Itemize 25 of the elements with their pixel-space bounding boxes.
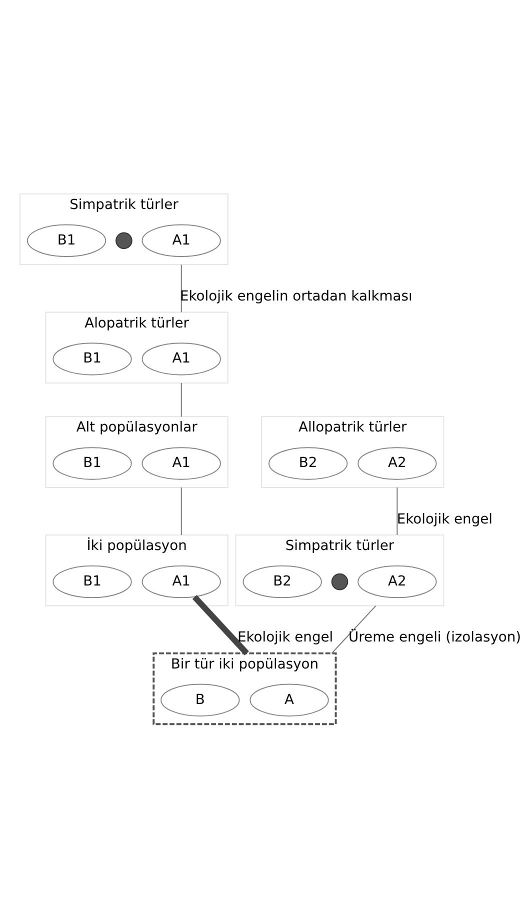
node-ellipse: A <box>250 684 329 716</box>
node-ellipse: A1 <box>142 342 221 376</box>
node-ellipse: B1 <box>52 342 132 376</box>
edge-label: Ekolojik engel <box>396 511 492 528</box>
connector <box>331 605 376 654</box>
node-ellipse: A1 <box>142 565 221 598</box>
connector <box>396 486 398 536</box>
node-ellipse: B2 <box>268 447 348 480</box>
node-ellipse: A1 <box>142 224 221 258</box>
edge-label: Ekolojik engel <box>238 630 334 646</box>
node-ellipse: B <box>160 684 240 716</box>
node-ellipse: B2 <box>242 565 322 598</box>
connector <box>180 382 182 418</box>
connector <box>180 486 182 536</box>
node-ellipse: A2 <box>358 447 437 480</box>
node-ellipse: B1 <box>26 224 106 258</box>
node-circle <box>116 232 132 250</box>
node-ellipse: A1 <box>142 447 221 480</box>
node-ellipse: B1 <box>52 565 132 598</box>
node-ellipse: A2 <box>358 565 437 598</box>
connector <box>192 595 249 656</box>
edge-label: Üreme engeli (izolasyon) <box>348 630 522 646</box>
edge-label: Ekolojik engelin ortadan kalkması <box>180 288 412 305</box>
node-circle <box>331 573 348 590</box>
node-ellipse: B1 <box>52 447 132 480</box>
